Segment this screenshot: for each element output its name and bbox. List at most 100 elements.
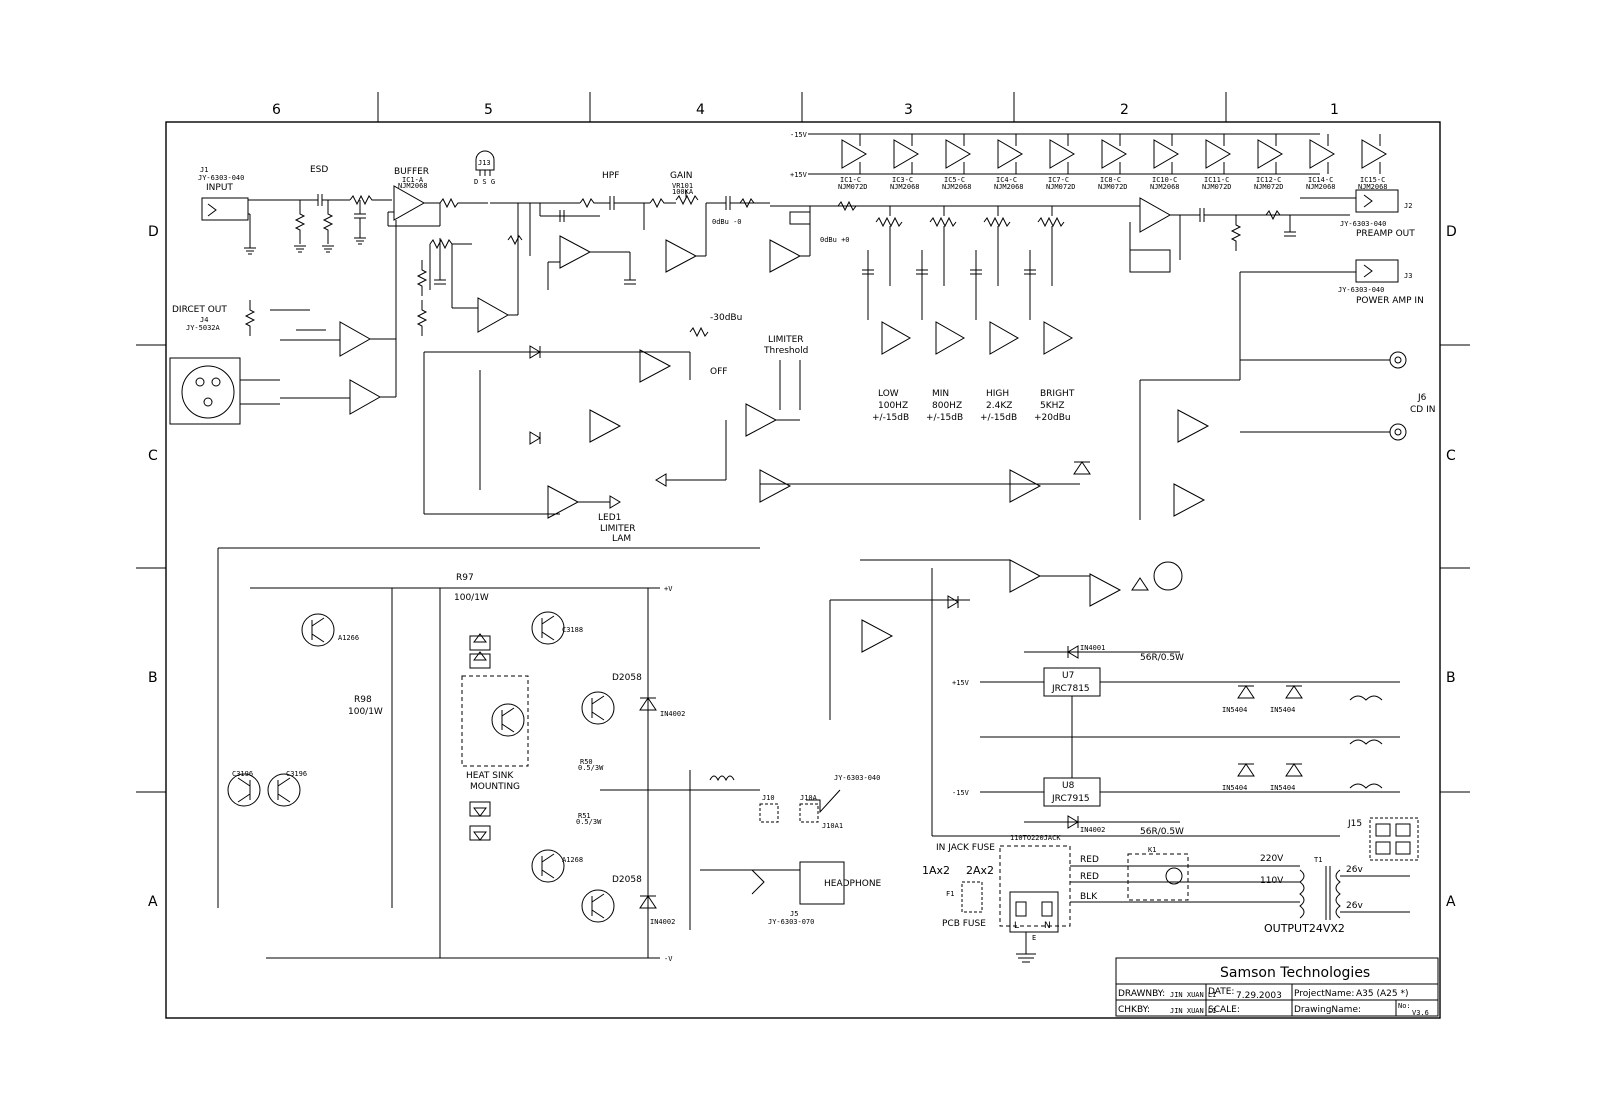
supply-opamp-ref: IC1-C — [840, 176, 861, 184]
buffer-ic-ref: IC1-A — [402, 176, 424, 184]
j15-label: J15 — [1347, 819, 1362, 829]
drawnby-label: DRAWNBY: — [1118, 989, 1165, 999]
q1-label: C3196 — [286, 770, 307, 778]
supply-opamp-symbol — [1101, 139, 1127, 169]
eq-band-name: LOW — [878, 389, 899, 399]
in-jack-fuse-label: IN JACK FUSE — [936, 843, 995, 853]
eq-band-range: +20dBu — [1034, 413, 1071, 423]
cd-in-section — [759, 351, 1407, 720]
eq-band-range: +/-15dB — [872, 413, 909, 423]
heatsink-label-2: MOUNTING — [470, 782, 520, 792]
v26a-label: 26v — [1346, 865, 1363, 875]
company-name: Samson Technologies — [1220, 965, 1370, 981]
q2-label: C3196 — [232, 770, 253, 778]
eq-opamp-symbol — [935, 321, 966, 355]
eq-band-freq: 100HZ — [878, 401, 908, 411]
chkby-label: CHKBY: — [1118, 1005, 1150, 1015]
rail-minusv: -V — [664, 955, 673, 963]
opamp-supply-row: IC1-CNJM072DIC3-CNJM2068IC5-CNJM2068IC4-… — [808, 133, 1388, 191]
j2-jack-part: JY-6303-040 — [1340, 220, 1386, 228]
k1-label: K1 — [1148, 846, 1156, 854]
col-label-2: 2 — [1120, 102, 1129, 118]
eq-pot-symbol — [875, 206, 903, 286]
col-label-3: 3 — [904, 102, 913, 118]
j10-label: J10 — [762, 794, 775, 802]
supply-opamp-symbol — [893, 139, 919, 169]
r97-label: R97 — [456, 573, 474, 583]
j10a1-label: J10A1 — [822, 822, 843, 830]
fuse-1a-label: 1Ax2 — [922, 864, 950, 877]
q8-label: D2058 — [612, 875, 642, 885]
r57-label: 56R/0.5W — [1140, 827, 1184, 837]
supply-opamp-ref: IC5-C — [944, 176, 965, 184]
limiter-lam-1: LIMITER — [600, 524, 636, 534]
red2-label: RED — [1080, 872, 1099, 882]
j3-label: J3 — [1404, 272, 1412, 280]
row-label-c-left: C — [148, 448, 158, 464]
red1-label: RED — [1080, 855, 1099, 865]
input-label: INPUT — [206, 183, 233, 193]
j10a-label: J10A — [800, 794, 818, 802]
eq-cap-symbol — [862, 250, 874, 320]
eq-band-range: +/-15dB — [980, 413, 1017, 423]
hpf-label: HPF — [602, 171, 619, 181]
supply-opamp-part: NJM072D — [838, 183, 868, 191]
j5-label: J5 — [790, 910, 798, 918]
drawing-frame — [136, 92, 1470, 1019]
scale-label: SCALE: — [1208, 1005, 1240, 1015]
u7-part: JRC7815 — [1051, 684, 1090, 694]
j13-label: J13 — [478, 159, 491, 167]
supply-opamp-ref: IC10-C — [1152, 176, 1177, 184]
power-amp-in-label: POWER AMP IN — [1356, 296, 1424, 306]
no-value: V3.6 — [1412, 1009, 1429, 1017]
eq-pot-symbol — [929, 206, 957, 286]
gain-label: GAIN — [670, 171, 693, 181]
eq-band-freq: 5KHZ — [1040, 401, 1065, 411]
supply-opamp-symbol — [841, 139, 867, 169]
odbu0-label: 0dBu -0 — [712, 218, 742, 226]
r50-label: R50 — [580, 758, 593, 766]
in-jack-part: 110TO220JACK — [1010, 834, 1061, 842]
hpf-gain-section — [530, 190, 840, 290]
eq-band-range: +/-15dB — [926, 413, 963, 423]
u8-part: JRC7915 — [1051, 794, 1090, 804]
j5-jack-part: JY-6303-070 — [768, 918, 814, 926]
d13-label: IN4002 — [660, 710, 685, 718]
eq-section — [810, 197, 1350, 355]
vr101-value: 100KA — [672, 188, 694, 196]
rail-plus15-supply: +15V — [952, 679, 970, 687]
output-jacks — [1239, 189, 1399, 360]
rail-minus15-top: -15V — [790, 131, 808, 139]
supply-opamp-part: NJM2068 — [1306, 183, 1336, 191]
off-label: OFF — [710, 367, 727, 377]
supply-opamp-ref: IC12-C — [1256, 176, 1281, 184]
supply-opamp-part: NJM072D — [1254, 183, 1284, 191]
supply-opamp-part: NJM072D — [1202, 183, 1232, 191]
chkby-value: JIN XUAN LI — [1170, 1007, 1216, 1015]
limiter-threshold-1: LIMITER — [768, 335, 804, 345]
supply-opamp-part: NJM072D — [1046, 183, 1076, 191]
buffer-ic-part: NJM2068 — [398, 182, 428, 190]
v26b-label: 26v — [1346, 901, 1363, 911]
r51-label: R51 — [578, 812, 591, 820]
eq-cap-symbol — [970, 250, 982, 320]
supply-opamp-part: NJM2068 — [942, 183, 972, 191]
d12-label: IN4002 — [1080, 826, 1105, 834]
direct-out-section — [169, 300, 397, 425]
col-label-4: 4 — [696, 102, 705, 118]
supply-opamp-ref: IC14-C — [1308, 176, 1333, 184]
supply-opamp-ref: IC11-C — [1204, 176, 1229, 184]
l-label: L — [1014, 921, 1019, 931]
eq-pot-symbol — [1037, 206, 1065, 286]
supply-opamp-symbol — [1309, 139, 1335, 169]
heatsink-label-1: HEAT SINK — [466, 771, 514, 781]
row-label-d-left: D — [148, 224, 159, 240]
dsg-label: D S G — [474, 178, 495, 186]
drawing-label: DrawingName: — [1294, 1005, 1361, 1015]
row-label-b-left: B — [148, 670, 158, 686]
supply-opamp-part: NJM2068 — [890, 183, 920, 191]
minus30dbu-label: -30dBu — [710, 313, 742, 323]
fuse-2a-label: 2Ax2 — [966, 864, 994, 877]
d9-label: IN5404 — [1222, 784, 1247, 792]
